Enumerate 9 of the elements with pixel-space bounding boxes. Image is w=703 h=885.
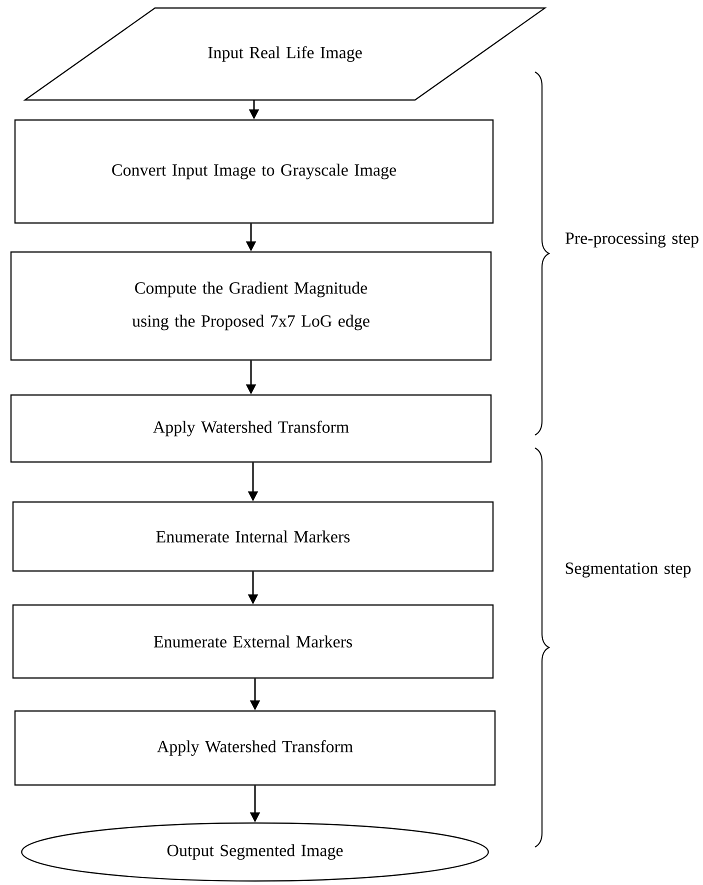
process-box: Enumerate Internal Markers (12, 501, 494, 572)
bracket-label: Pre-processing step (565, 232, 698, 248)
process-box: Compute the Gradient Magnitude using the Proposed 7x7 LoG edge (10, 251, 492, 361)
bracket-label: Segmentation step (566, 562, 691, 578)
process-box: Apply Watershed Transform (14, 710, 496, 786)
process-box: Convert Input Image to Grayscale Image (14, 119, 494, 224)
process-box: Apply Watershed Transform (10, 394, 492, 463)
process-box: Enumerate External Markers (12, 604, 494, 679)
terminal-oval: Output Segmented Image (21, 822, 489, 882)
